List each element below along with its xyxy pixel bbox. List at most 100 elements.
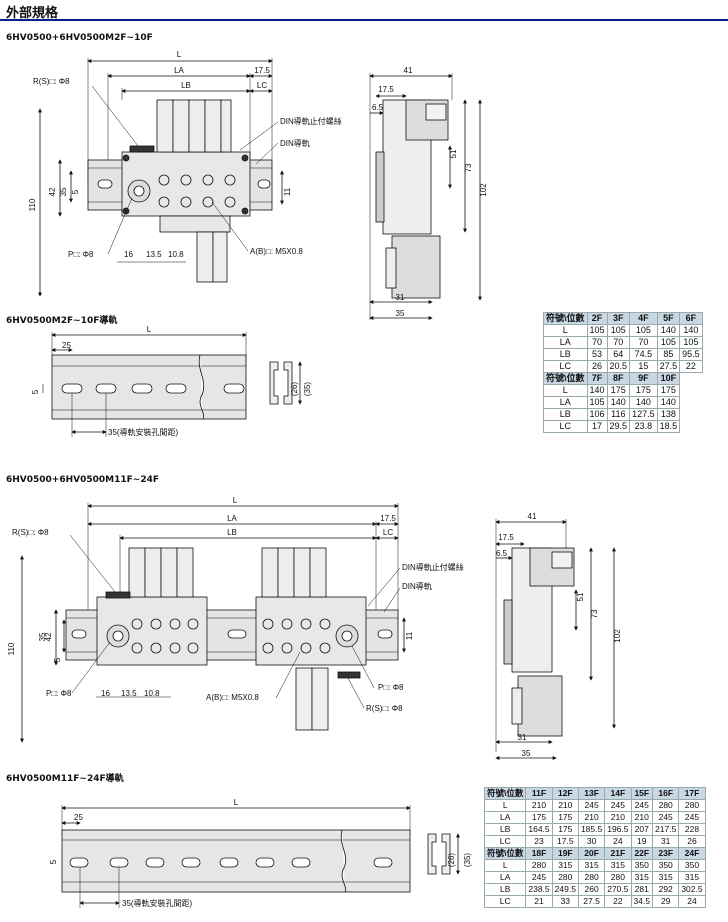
table-cell: 140 [679,324,703,337]
table-column-header: 10F [656,372,681,385]
table-column-header: 22F [630,847,654,860]
manifold-side-view-2 [495,519,616,760]
table-cell: 207 [630,823,654,836]
table-cell: 292 [652,883,680,896]
manifold-side-view-1 [369,73,482,320]
side-dim-51-1: 51 [449,149,458,158]
table-row-label: L [483,859,527,872]
dim-L-1: L [177,50,182,59]
table-cell: 280 [678,799,706,812]
rail1-dim-35: (35) [303,382,312,397]
label-p-port-1: P□: Φ8 [68,250,94,259]
table-cell: 17 [586,420,608,433]
table-cell: 53 [586,348,608,361]
dim-108-2: 10.8 [144,689,160,698]
table-cell: 31 [652,835,680,848]
table-row-label: LC [483,835,527,848]
rail-drawing-2 [61,805,460,908]
label-rs-port-2b: R(S)□: Φ8 [366,704,403,713]
table-cell: 20.5 [606,360,631,373]
table-cell: 245 [577,799,606,812]
dim-110-1: 110 [28,198,37,211]
table-row-label: LA [543,336,588,349]
table-column-header: 16F [652,787,680,800]
table-cell: 210 [630,811,654,824]
table-cell: 24 [604,835,632,848]
side-dim-73-2: 73 [590,609,599,618]
table-row-label: LB [543,408,588,421]
table-cell: 238.5 [525,883,553,896]
rail2-dim-L: L [234,798,239,807]
side-dim-65-1: 6.5 [372,103,384,112]
table-cell: 175 [551,823,579,836]
label-din-screw-2: DIN導軌止付螺絲 [402,562,464,572]
table-cell: 260 [577,883,606,896]
table-cell: 105 [606,324,631,337]
dim-135-2: 13.5 [121,689,137,698]
label-rs-port-1: R(S)□: Φ8 [33,77,70,86]
side-dim-41-2: 41 [528,512,537,521]
table-cell: 175 [656,384,681,397]
table-corner-label: 符號\位數 [483,787,527,800]
rail2-title: 6HV0500M11F~24F導軌 [6,774,124,784]
table-cell: 64 [606,348,631,361]
table-cell: 175 [606,384,631,397]
rail1-dim-5: 5 [31,389,40,394]
table-cell: 22 [679,360,703,373]
header-rule [0,19,728,21]
table-cell: 210 [551,799,579,812]
table-cell: 15 [629,360,658,373]
rail1-dim-L: L [147,325,152,334]
manifold-front-view-1 [38,58,284,297]
table-row-label: L [483,799,527,812]
dim-42-2: 42 [44,632,53,641]
rail-drawing-1 [42,332,302,437]
dim-5-1: 5 [71,189,80,194]
table-cell: 140 [629,396,658,409]
dim-42-1: 42 [48,187,57,196]
dim-LA-2: LA [227,514,237,523]
rail2-dim-26: (26) [447,853,456,868]
table-cell: 22 [604,895,632,908]
dim-11-1: 11 [283,187,292,196]
table-cell: 138 [656,408,681,421]
label-din-screw-1: DIN導軌止付螺絲 [280,116,342,126]
label-ab-port-2: A(B)□: M5X0.8 [206,693,259,702]
table-cell: 105 [656,336,681,349]
table-cell: 245 [652,811,680,824]
section2-title: 6HV0500+6HV0500M11F~24F [6,475,159,485]
table-cell: 196.5 [604,823,632,836]
table-column-header: 17F [678,787,706,800]
table-cell: 280 [525,859,553,872]
table-cell: 85 [656,348,681,361]
table-cell: 105 [586,396,608,409]
table-cell: 140 [606,396,631,409]
table-cell: 29 [652,895,680,908]
dim-LB-1: LB [181,81,191,90]
table-row-label: LC [543,360,588,373]
dim-35-2: 35 [38,632,47,641]
table-cell: 210 [604,811,632,824]
side-dim-35-2: 35 [522,749,531,758]
table-cell: 70 [606,336,631,349]
table-column-header: 2F [586,312,608,325]
table-cell: 280 [551,871,579,884]
table-cell: 106 [586,408,608,421]
dim-LC-1: LC [257,81,267,90]
table-cell: 175 [629,384,658,397]
table-row-label: LB [483,883,527,896]
table-cell: 105 [679,336,703,349]
table-cell: 70 [629,336,658,349]
table-cell: 245 [525,871,553,884]
